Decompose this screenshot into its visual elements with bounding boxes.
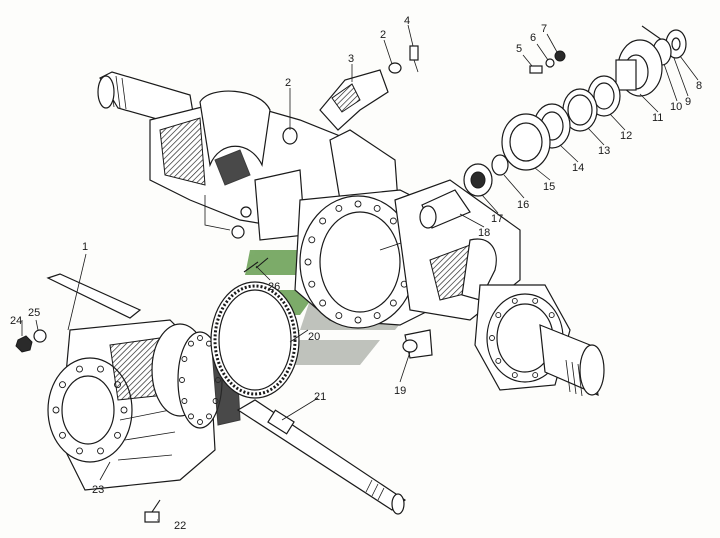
bolt-hole <box>335 312 343 320</box>
bolt-hole <box>335 204 343 212</box>
callout-13: 13 <box>598 145 610 157</box>
hub-front-bolts <box>52 365 128 455</box>
callout-2: 2 <box>285 77 291 89</box>
wheel-hub-assembly <box>46 273 241 491</box>
shaft-part-1 <box>46 273 142 319</box>
callout-6: 6 <box>530 32 536 44</box>
bolt-hole <box>179 377 185 383</box>
bolt-hole <box>354 316 362 324</box>
callout-26: 26 <box>268 281 280 293</box>
bolt-hole <box>489 335 495 341</box>
callout-2: 2 <box>380 29 386 41</box>
gasket-part-20 <box>210 281 300 399</box>
bolt-hole <box>59 431 66 439</box>
bolt-hole <box>181 398 188 404</box>
bolt-hole <box>206 413 212 420</box>
bracket-part-3 <box>319 69 389 131</box>
bolt-hole <box>373 312 381 320</box>
bolt-hole <box>197 419 203 425</box>
callout-10: 10 <box>670 101 682 113</box>
nut-part-7 <box>554 50 566 62</box>
bolt-hole <box>389 217 397 225</box>
bolt-hole <box>495 312 502 319</box>
bolt-hole <box>532 372 539 379</box>
bolt-hole <box>511 297 518 304</box>
washer-part-6 <box>545 58 555 68</box>
callout-18: 18 <box>478 227 490 239</box>
nut-part-24 <box>15 335 33 353</box>
callout-11: 11 <box>652 112 663 124</box>
bolt-hole <box>304 258 312 266</box>
axle-shaft-part-21 <box>236 399 407 515</box>
callout-24: 24 <box>10 315 22 327</box>
callout-19: 19 <box>394 385 406 397</box>
bolt-hole <box>188 413 194 420</box>
bolt-hole <box>197 335 203 341</box>
callout-14: 14 <box>572 162 584 174</box>
washer-part-25 <box>33 329 47 343</box>
bearing-ring-stack <box>419 25 687 229</box>
bolt-hole <box>532 297 539 304</box>
pin-part-19 <box>402 339 418 353</box>
callout-22: 22 <box>174 520 186 532</box>
callout-25: 25 <box>28 307 40 319</box>
callout-1: 1 <box>82 241 88 253</box>
bolt-hole <box>495 357 502 364</box>
callout-5: 5 <box>516 43 522 55</box>
callout-16: 16 <box>517 199 529 211</box>
callout-21: 21 <box>314 391 326 403</box>
pinion-part-18 <box>419 189 471 229</box>
leader-lines <box>21 24 699 521</box>
bolt-hole <box>373 204 381 212</box>
flange-part-11 <box>615 39 663 97</box>
bolt-hole <box>114 431 121 439</box>
o-ring-part-16 <box>491 154 509 176</box>
bolt-hole <box>308 280 316 288</box>
callout-7: 7 <box>541 23 547 35</box>
bolt-hole <box>389 299 397 307</box>
bolt-hole <box>354 200 362 208</box>
callout-12: 12 <box>620 130 632 142</box>
callout-17: 17 <box>491 213 503 225</box>
cotter-pin-part-8 <box>641 25 663 41</box>
callout-4: 4 <box>404 15 410 27</box>
callout-15: 15 <box>543 181 555 193</box>
bolt-hole <box>120 406 128 414</box>
callout-3: 3 <box>348 53 354 65</box>
bolt-hole <box>97 365 104 373</box>
bolt-hole <box>319 299 327 307</box>
bolt-hole <box>52 406 60 414</box>
bolt-hole <box>76 365 83 373</box>
bolt-hole <box>76 447 83 455</box>
bolt-part-4 <box>409 45 419 73</box>
stud-part-26 <box>243 257 269 273</box>
callout-labels: 1 2 2 3 4 5 6 7 8 9 10 11 12 13 14 15 16… <box>10 15 702 532</box>
callout-20: 20 <box>308 331 320 343</box>
callout-9: 9 <box>685 96 691 108</box>
callout-8: 8 <box>696 80 702 92</box>
bolt-part-22 <box>144 499 161 523</box>
bolt-hole <box>511 372 518 379</box>
bolt-hole <box>548 312 555 319</box>
bolt-part-5 <box>529 65 543 74</box>
bolt-hole <box>181 356 188 362</box>
bolt-hole <box>308 236 316 244</box>
bolt-hole <box>59 381 66 389</box>
axle-housing-right <box>394 179 605 397</box>
bolt-hole <box>97 447 104 455</box>
bolt-hole <box>319 217 327 225</box>
bolt-hole <box>188 340 194 347</box>
callout-23: 23 <box>92 484 104 496</box>
